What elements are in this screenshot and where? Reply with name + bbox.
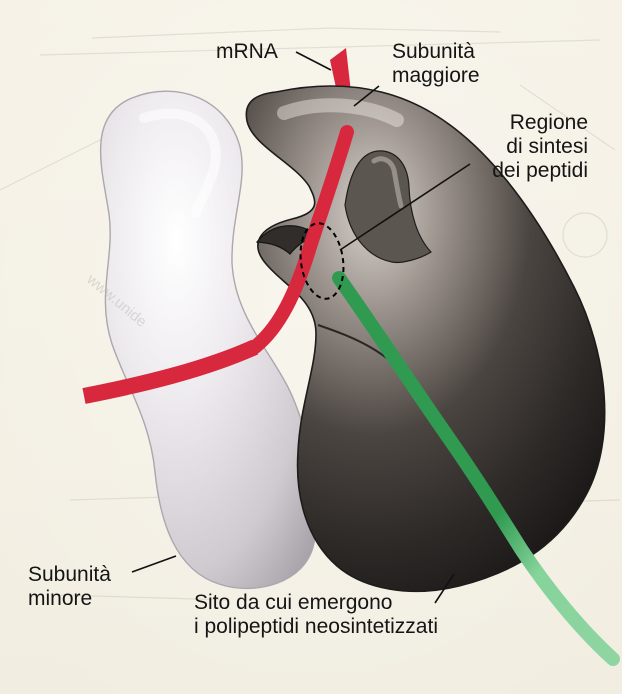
- label-synthesis-region-line-1: Regione: [448, 111, 588, 135]
- label-emergence-site-line-1: Sito da cui emergono: [194, 591, 438, 615]
- label-large-subunit: Subunità maggiore: [392, 40, 480, 88]
- label-mrna: mRNA: [216, 40, 278, 64]
- label-emergence-site-line-2: i polipeptidi neosintetizzati: [194, 615, 438, 639]
- label-synthesis-region: Regione di sintesi dei peptidi: [448, 111, 588, 183]
- label-large-subunit-line-2: maggiore: [392, 64, 480, 88]
- label-synthesis-region-line-3: dei peptidi: [448, 159, 588, 183]
- label-small-subunit: Subunità minore: [28, 563, 111, 611]
- label-large-subunit-line-1: Subunità: [392, 40, 480, 64]
- label-small-subunit-line-1: Subunità: [28, 563, 111, 587]
- label-small-subunit-line-2: minore: [28, 587, 111, 611]
- label-synthesis-region-line-2: di sintesi: [448, 135, 588, 159]
- label-emergence-site: Sito da cui emergono i polipeptidi neosi…: [194, 591, 438, 639]
- label-mrna-text: mRNA: [216, 40, 278, 64]
